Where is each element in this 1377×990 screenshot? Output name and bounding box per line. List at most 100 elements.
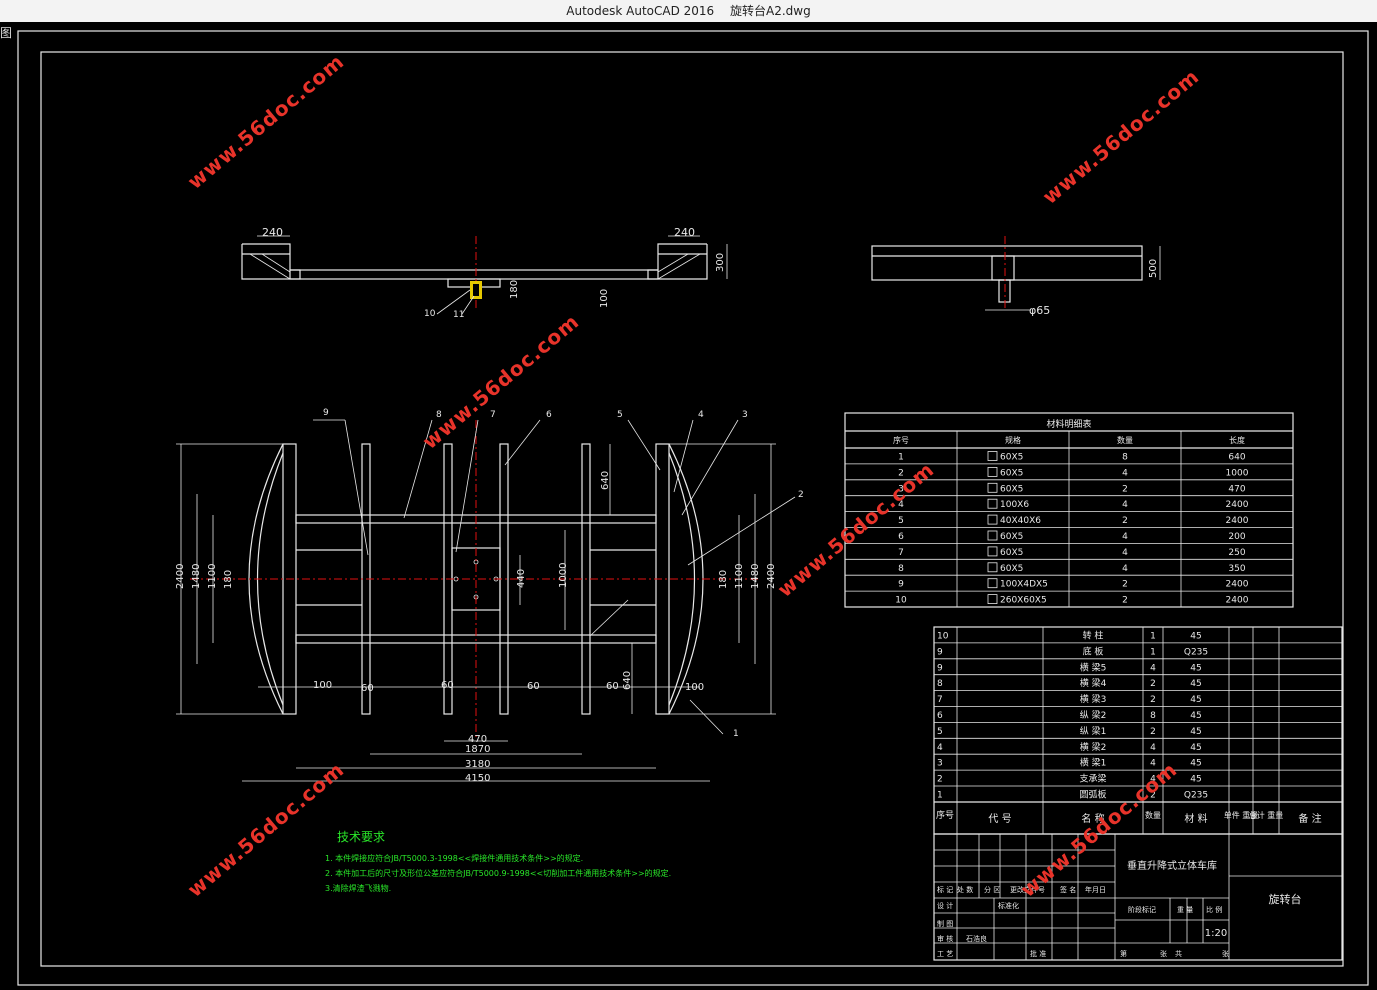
mt-cell: 8: [898, 564, 904, 574]
title-block: 垂直升降式立体车库 旋转台 1:20 阶段标记 重 量 比 例 第 张 共 张 …: [933, 833, 1343, 961]
tb-date: 年月日: [1085, 885, 1106, 894]
mt-cell: 100X6: [1000, 500, 1029, 510]
mt-cell: 260X60X5: [1000, 596, 1047, 606]
dim-phi65: φ65: [1029, 304, 1050, 317]
mt-cell: 10: [895, 596, 907, 606]
mt-cell: 1000: [1226, 468, 1249, 478]
pl-cell: 2: [1150, 679, 1156, 689]
pl-cell: 2: [1150, 791, 1156, 801]
technical-requirements: 技术要求 1. 本件焊接应符合JB/T5000.3-1998<<焊接件通用技术条…: [325, 830, 671, 893]
dim-60-d: 60: [606, 681, 619, 692]
pl-header-material: 材 料: [1184, 812, 1207, 825]
pl-header-unit-weight: 单件 重量: [1224, 810, 1259, 820]
pl-cell: 4: [937, 743, 943, 753]
dim-100: 100: [599, 289, 610, 308]
mt-cell: 2400: [1226, 580, 1249, 590]
tb-stage-mark: 阶段标记: [1128, 905, 1156, 914]
mt-cell: 4: [898, 500, 904, 510]
balloon-10: 10: [424, 309, 436, 319]
mt-cell: 2: [898, 468, 904, 478]
square-section-icon: [987, 546, 998, 557]
pl-cell: 1: [937, 791, 943, 801]
mt-cell: 2: [1122, 580, 1128, 590]
dim-1100-right: 1100: [734, 564, 745, 589]
tb-ratio: 比 例: [1206, 905, 1222, 914]
square-section-icon: [987, 530, 998, 541]
tb-total-unit: 张: [1222, 949, 1229, 958]
pl-cell: 4: [1150, 743, 1156, 753]
tech-req-title: 技术要求: [337, 830, 385, 844]
pl-header-qty: 数量: [1145, 810, 1161, 820]
mt-cell: 60X5: [1000, 532, 1023, 542]
tb-count: 处 数: [957, 885, 973, 894]
watermark-2: www.56doc.com: [1038, 64, 1204, 209]
pl-cell: 4: [1150, 663, 1156, 673]
mt-header-qty: 数量: [1117, 435, 1133, 445]
pl-header-code: 代 号: [988, 813, 1011, 825]
mt-cell: 2: [1122, 596, 1128, 606]
pl-cell: 纵 梁1: [1080, 725, 1107, 737]
pl-cell: Q235: [1184, 791, 1208, 801]
tb-zone: 分 区: [984, 885, 1000, 894]
square-section-icon: [987, 451, 998, 461]
tb-drawn: 制 图: [937, 919, 953, 928]
pl-cell: 2: [1150, 727, 1156, 737]
pl-cell: 2: [937, 775, 943, 785]
window-title-bar: Autodesk AutoCAD 2016 旋转台A2.dwg: [0, 0, 1377, 22]
mt-cell: 3: [898, 484, 904, 494]
tb-reviewer: 石浩良: [966, 934, 987, 943]
pl-cell: 横 梁1: [1080, 757, 1107, 769]
dim-60-b: 60: [441, 680, 454, 691]
balloon-6: 6: [546, 410, 552, 420]
pl-cell: 4: [1150, 775, 1156, 785]
tb-mark: 标 记: [937, 885, 953, 894]
balloon-2: 2: [798, 490, 804, 500]
dim-500: 500: [1148, 259, 1159, 278]
dim-440: 440: [516, 569, 527, 588]
pl-cell: 6: [937, 711, 943, 721]
square-section-icon: [987, 466, 998, 477]
pl-header-total-weight: 总计 重量: [1249, 810, 1284, 820]
tb-change-doc: 更改文件号: [1010, 885, 1045, 894]
tech-req-1: 1. 本件焊接应符合JB/T5000.3-1998<<焊接件通用技术条件>>的规…: [325, 853, 583, 863]
mt-cell: 60X5: [1000, 484, 1023, 494]
outer-frame: [17, 30, 1369, 986]
mt-cell: 6: [898, 532, 904, 542]
mt-cell: 40X40X6: [1000, 516, 1041, 526]
dim-60-c: 60: [527, 681, 540, 692]
pl-cell: 8: [937, 679, 943, 689]
tb-weight: 重 量: [1177, 906, 1193, 914]
square-section-icon: [987, 498, 998, 509]
watermark-4: www.56doc.com: [773, 457, 939, 602]
mt-cell: 640: [1228, 453, 1245, 463]
pl-cell: 9: [937, 663, 943, 673]
drawing-canvas[interactable]: 240 240 300 180 100 10 11 500 φ65: [0, 22, 1377, 990]
balloon-5: 5: [617, 410, 623, 420]
pl-cell: 5: [937, 727, 943, 737]
pl-cell: Q235: [1184, 647, 1208, 657]
pl-cell: 9: [937, 647, 943, 657]
mt-cell: 4: [1122, 532, 1128, 542]
dim-300: 300: [715, 253, 726, 272]
pl-cell: 45: [1190, 759, 1201, 769]
watermark-1: www.56doc.com: [183, 49, 349, 194]
dim-240-right: 240: [674, 226, 695, 239]
pl-header-notes: 备 注: [1298, 812, 1321, 825]
tb-scale: 1:20: [1205, 928, 1227, 939]
balloon-1: 1: [733, 729, 739, 739]
balloon-3: 3: [742, 410, 748, 420]
tech-req-3: 3.清除焊渣飞溅物.: [325, 883, 391, 893]
watermarks: www.56doc.com www.56doc.com www.56doc.co…: [183, 49, 1204, 902]
dim-180: 180: [509, 280, 520, 299]
pl-cell: 8: [1150, 711, 1156, 721]
tb-total: 共: [1175, 949, 1182, 958]
pl-cell: 45: [1190, 743, 1201, 753]
app-title: Autodesk AutoCAD 2016: [566, 4, 715, 18]
dim-100-right: 100: [685, 682, 704, 693]
mt-cell: 5: [898, 516, 904, 526]
mt-cell: 4: [1122, 500, 1128, 510]
mt-cell: 2: [1122, 516, 1128, 526]
mt-cell: 60X5: [1000, 453, 1023, 463]
pl-cell: 45: [1190, 775, 1201, 785]
